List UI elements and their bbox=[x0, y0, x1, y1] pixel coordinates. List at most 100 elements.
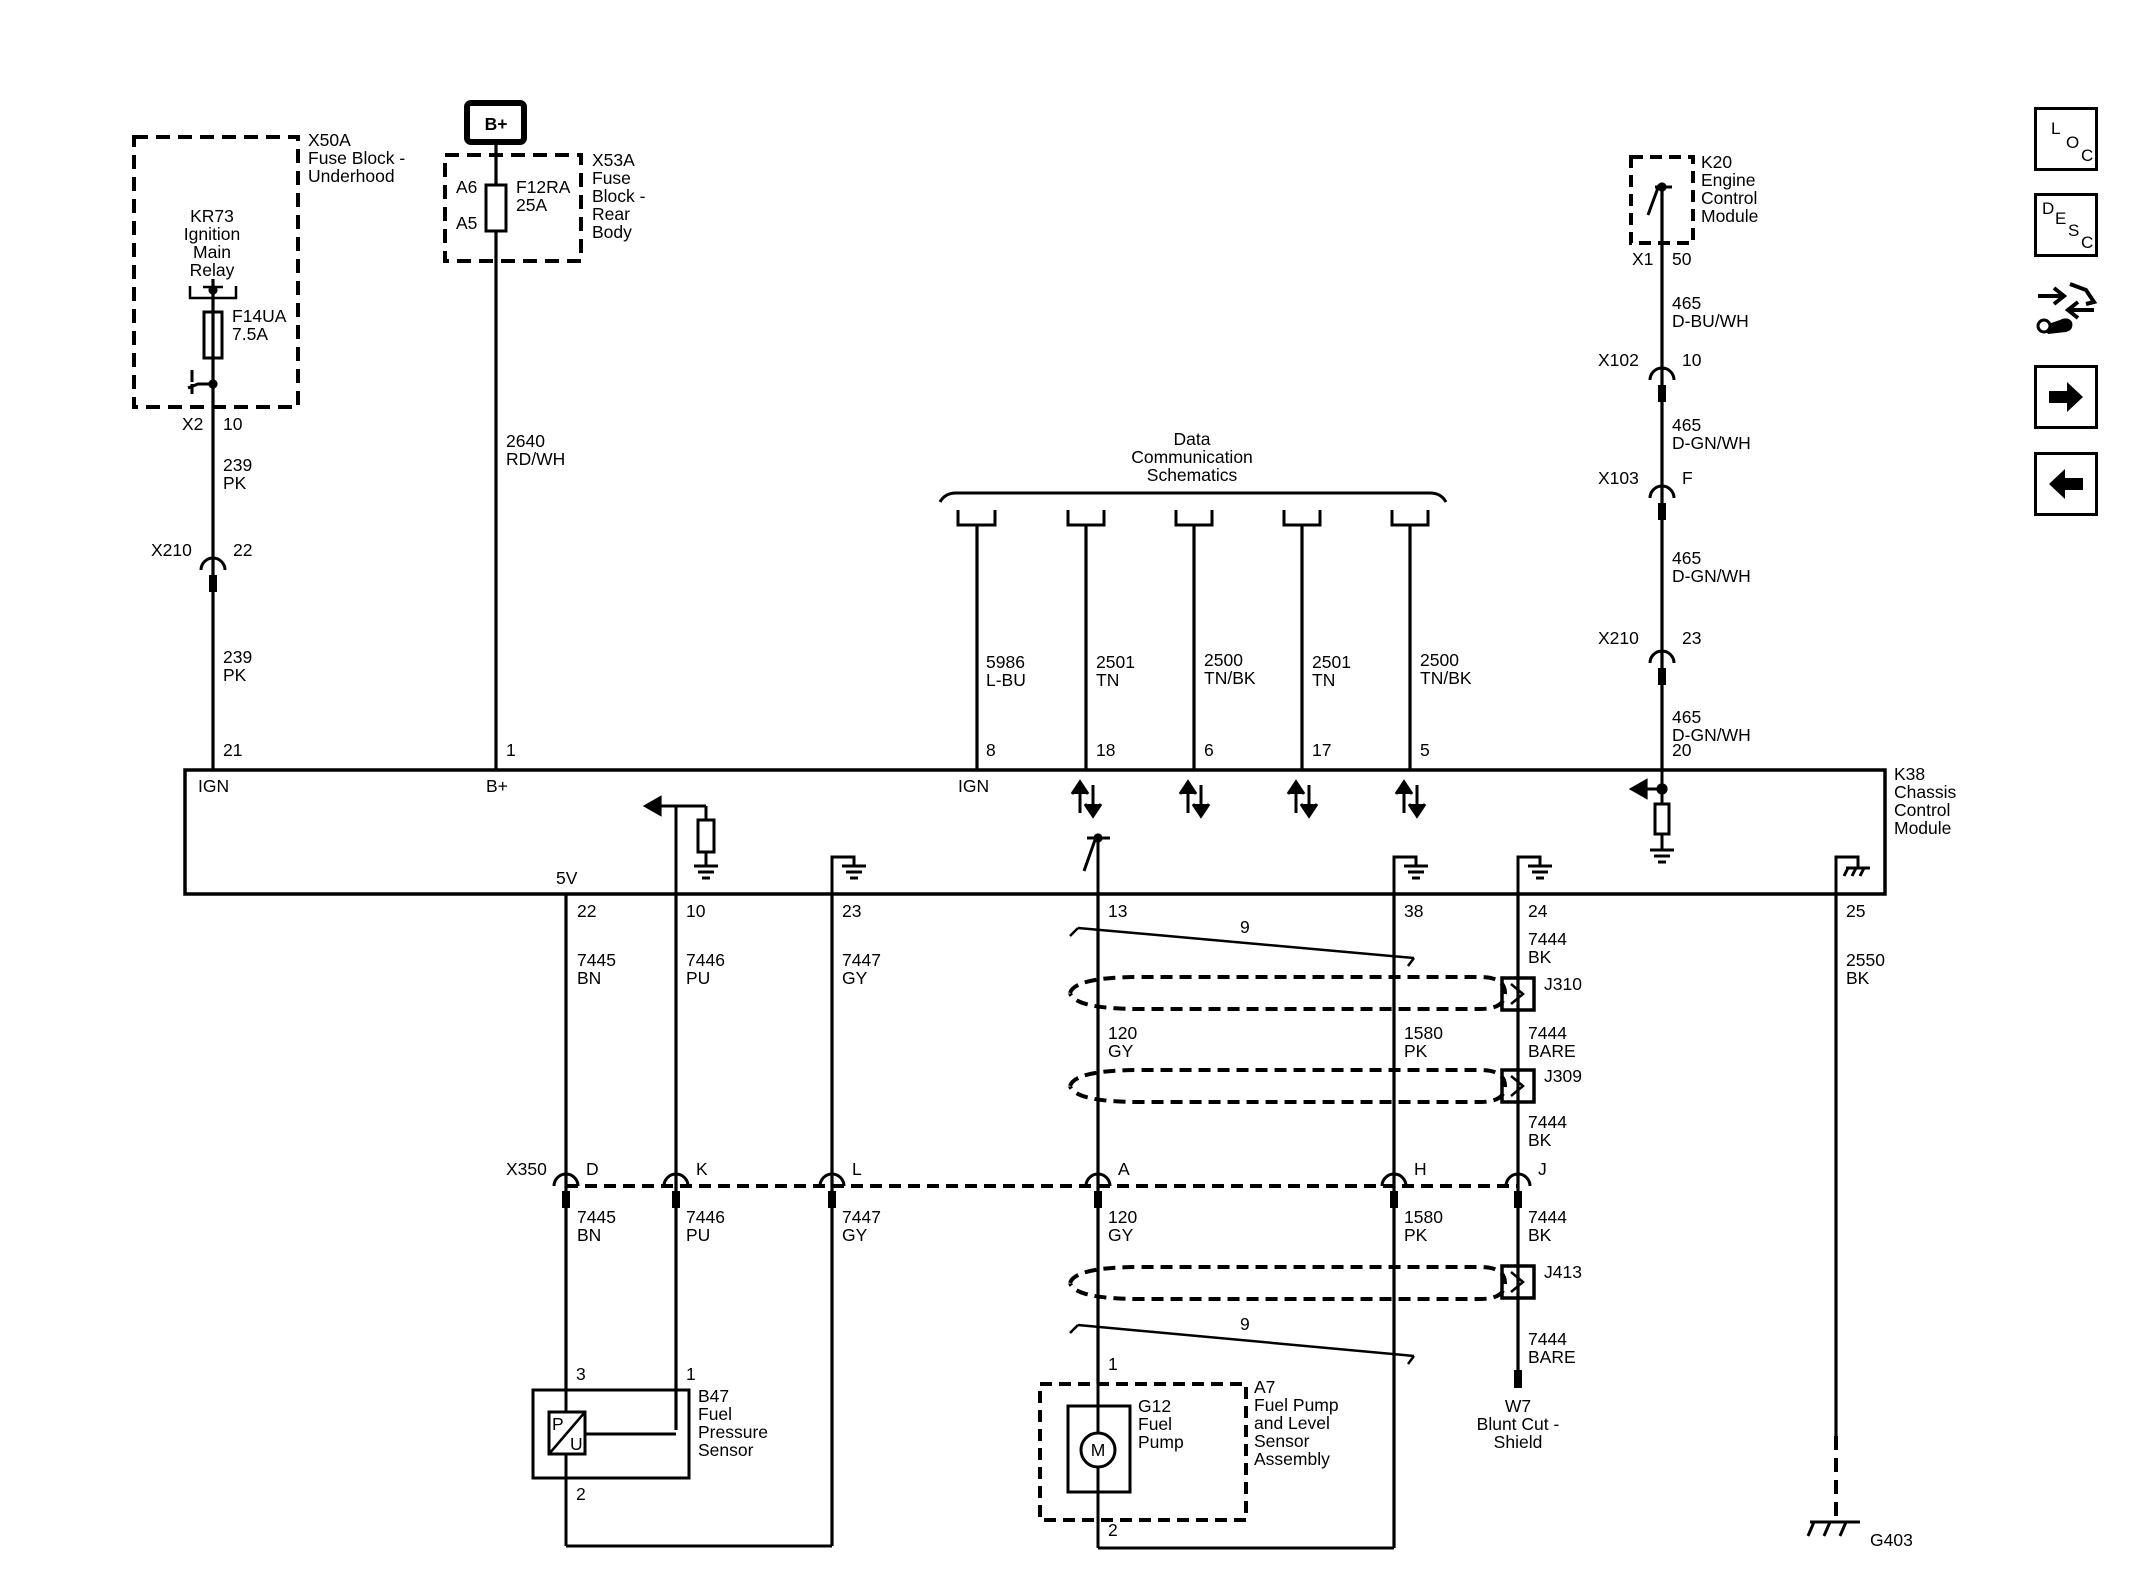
wire-2640-color: RD/WH bbox=[506, 449, 565, 469]
j309-label: J309 bbox=[1544, 1066, 1582, 1086]
k38-pin-5: 5 bbox=[1420, 740, 1430, 760]
a7-line4: Assembly bbox=[1254, 1449, 1330, 1469]
k38-ign-label: IGN bbox=[198, 776, 229, 796]
kr73-line3: Main bbox=[193, 242, 231, 262]
g12-line2: Pump bbox=[1138, 1432, 1184, 1452]
twist-count-lower: 9 bbox=[1240, 1314, 1250, 1334]
wire-120-circuit-b: 120 bbox=[1108, 1207, 1137, 1227]
wire-7445-color-b: BN bbox=[577, 1225, 601, 1245]
j413-splice bbox=[1500, 1264, 1536, 1300]
data-comm-line3: Schematics bbox=[1147, 465, 1238, 485]
b47-pin-1: 1 bbox=[686, 1364, 696, 1384]
wire-7444-circuit-c: 7444 bbox=[1528, 1207, 1567, 1227]
wire-5986-circuit: 5986 bbox=[986, 652, 1025, 672]
k38-pin-1: 1 bbox=[506, 740, 516, 760]
wire-7444-color-b: BK bbox=[1528, 1130, 1552, 1150]
desc-button[interactable]: D E S C bbox=[2034, 193, 2098, 257]
b47-line3: Sensor bbox=[698, 1440, 754, 1460]
x210-left-pin: 22 bbox=[233, 540, 252, 560]
a7-line2: and Level bbox=[1254, 1413, 1330, 1433]
wire-7444-circuit-a: 7444 bbox=[1528, 929, 1567, 949]
x53a-id: X53A bbox=[592, 150, 635, 170]
wire-7444bare-color-a: BARE bbox=[1528, 1041, 1576, 1061]
kr73-line2: Ignition bbox=[184, 224, 240, 244]
wire-465-circuit-2: 465 bbox=[1672, 415, 1701, 435]
wire-7447-color-b: GY bbox=[842, 1225, 868, 1245]
a7-line3: Sensor bbox=[1254, 1431, 1310, 1451]
b47-pin-2: 2 bbox=[576, 1484, 586, 1504]
wire-465-circuit-3: 465 bbox=[1672, 548, 1701, 568]
a7-id: A7 bbox=[1254, 1377, 1275, 1397]
w7-line2: Shield bbox=[1494, 1432, 1543, 1452]
x350-pin-j: J bbox=[1538, 1159, 1547, 1179]
wire-7445-color-a: BN bbox=[577, 968, 601, 988]
k38-pin-22: 22 bbox=[577, 901, 596, 921]
wire-465-color-4: D-GN/WH bbox=[1672, 725, 1751, 745]
wire-465-circuit-1: 465 bbox=[1672, 293, 1701, 313]
k38-5v-label: 5V bbox=[556, 868, 578, 888]
loc-letter-l: L bbox=[2051, 119, 2061, 138]
desc-letter-c: C bbox=[2081, 233, 2094, 252]
w7-id: W7 bbox=[1505, 1396, 1531, 1416]
wire-239-color-b: PK bbox=[223, 665, 247, 685]
data-comm-line2: Communication bbox=[1131, 447, 1253, 467]
arrow-right-icon bbox=[2049, 382, 2083, 412]
wire-120-color-a: GY bbox=[1108, 1041, 1134, 1061]
b47-symbol-p: P bbox=[552, 1414, 564, 1434]
k20-line2: Control bbox=[1701, 188, 1757, 208]
desc-letter-d: D bbox=[2042, 199, 2055, 218]
wire-120-color-b: GY bbox=[1108, 1225, 1134, 1245]
j310-label: J310 bbox=[1544, 974, 1582, 994]
x50a-id: X50A bbox=[308, 130, 351, 150]
b47-symbol-u: U bbox=[570, 1434, 583, 1454]
wire-2501b-color: TN bbox=[1312, 670, 1335, 690]
wire-7444bare-circuit-a: 7444 bbox=[1528, 1023, 1567, 1043]
wire-2500a-circuit: 2500 bbox=[1204, 650, 1243, 670]
connector-repair-icon bbox=[2036, 282, 2098, 334]
x103-pin: F bbox=[1682, 468, 1693, 488]
kr73-id: KR73 bbox=[190, 206, 234, 226]
a7-pin-1: 1 bbox=[1108, 1354, 1118, 1374]
x210-left-id: X210 bbox=[151, 540, 192, 560]
motor-symbol-m: M bbox=[1091, 1440, 1106, 1460]
wire-465-color-2: D-GN/WH bbox=[1672, 433, 1751, 453]
k38-line1: Chassis bbox=[1894, 782, 1956, 802]
k38-pin-23: 23 bbox=[842, 901, 861, 921]
wire-7445-circuit-b: 7445 bbox=[577, 1207, 616, 1227]
loc-button[interactable]: L O C bbox=[2034, 107, 2098, 171]
wire-2501a-color: TN bbox=[1096, 670, 1119, 690]
g12-id: G12 bbox=[1138, 1396, 1171, 1416]
wire-7446-circuit-b: 7446 bbox=[686, 1207, 725, 1227]
x102-id: X102 bbox=[1598, 350, 1639, 370]
wire-239-circuit-a: 239 bbox=[223, 455, 252, 475]
k38-id: K38 bbox=[1894, 764, 1925, 784]
x102-pin: 10 bbox=[1682, 350, 1702, 370]
f12ra-fuse bbox=[484, 183, 508, 233]
x350-id: X350 bbox=[506, 1159, 547, 1179]
wire-239-circuit-b: 239 bbox=[223, 647, 252, 667]
g12-line1: Fuel bbox=[1138, 1414, 1172, 1434]
wire-2500b-circuit: 2500 bbox=[1420, 650, 1459, 670]
k38-pin-38: 38 bbox=[1404, 901, 1423, 921]
loc-letter-c: C bbox=[2081, 146, 2094, 165]
k20-line1: Engine bbox=[1701, 170, 1756, 190]
battery-label: B+ bbox=[485, 114, 508, 134]
wire-465-color-3: D-GN/WH bbox=[1672, 566, 1751, 586]
x53a-fuse-block-outline bbox=[443, 153, 583, 263]
b47-pin-3: 3 bbox=[576, 1364, 586, 1384]
f12ra-pin-in: A6 bbox=[456, 177, 477, 197]
wire-7445-circuit-a: 7445 bbox=[577, 950, 616, 970]
wire-2500b-color: TN/BK bbox=[1420, 668, 1472, 688]
connector-repair-button[interactable] bbox=[2034, 276, 2098, 340]
k38-pin-21: 21 bbox=[223, 740, 242, 760]
x2-id: X2 bbox=[182, 414, 203, 434]
desc-letter-s: S bbox=[2068, 221, 2080, 240]
x210-right-pin: 23 bbox=[1682, 628, 1701, 648]
previous-page-button[interactable] bbox=[2034, 452, 2098, 516]
wire-7447-circuit-a: 7447 bbox=[842, 950, 881, 970]
x1-id: X1 bbox=[1632, 249, 1653, 269]
j413-label: J413 bbox=[1544, 1262, 1582, 1282]
next-page-button[interactable] bbox=[2034, 365, 2098, 429]
x210-right-id: X210 bbox=[1598, 628, 1639, 648]
k20-id: K20 bbox=[1701, 152, 1732, 172]
